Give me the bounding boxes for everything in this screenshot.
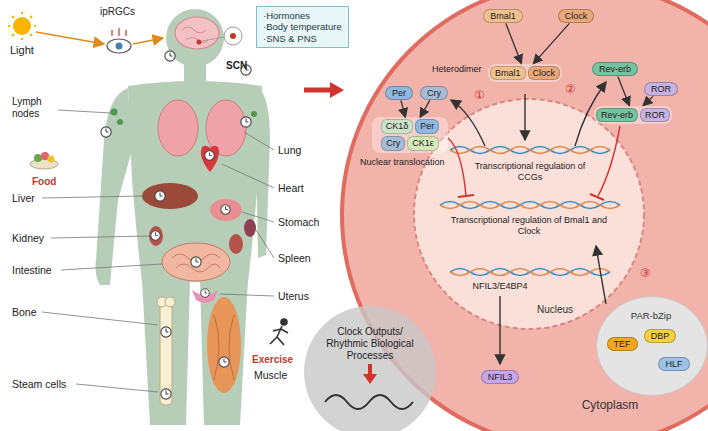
node-label: ROR: [651, 84, 671, 95]
node-label: Cytoplasm: [545, 398, 675, 412]
node-label: Per: [415, 119, 439, 134]
organ-label: Lymph nodes: [12, 96, 56, 120]
protein: Bmal1: [483, 9, 523, 24]
protein: Rev-erb: [592, 62, 638, 77]
node-label: Clock: [528, 66, 561, 81]
protein: HLF: [658, 357, 689, 372]
organ-label: Lung: [278, 144, 301, 157]
node-label: ROR: [640, 108, 670, 123]
node-label: HLF: [665, 359, 682, 370]
organ-label: Intestine: [12, 264, 52, 277]
food-icon: [30, 152, 58, 169]
organ-label: Bone: [12, 306, 37, 319]
organ-label: Heart: [278, 182, 304, 195]
organ-label: Steam cells: [12, 378, 66, 391]
process-label: Nuclear translocation: [360, 157, 445, 168]
process-label: Transcriptional regulation of Bmal1 and …: [444, 215, 614, 237]
node-label: CK1δ: [381, 119, 414, 134]
dna-strands: [440, 147, 620, 276]
node-label: Clock Outputs/ Rhythmic Biological Proce…: [320, 326, 420, 362]
connector: [643, 96, 653, 105]
node-label: Clock: [565, 11, 588, 22]
light-label: Light: [10, 44, 34, 57]
protein: ROR: [644, 82, 678, 97]
light-arrow: [36, 32, 104, 44]
connector: [506, 23, 522, 63]
protein: TEF: [607, 337, 638, 352]
node-label: Cry: [381, 136, 405, 151]
info-box: ·Hormones·Body temperature·SNS & PNS: [256, 6, 349, 48]
input-label: Food: [32, 176, 56, 188]
connector: [401, 100, 405, 117]
protein: DBP: [644, 329, 677, 344]
connector: [420, 100, 430, 117]
brain-label: SCN: [226, 60, 247, 72]
node-label: PAR-bZip: [616, 310, 686, 321]
callout-number: ③: [640, 266, 651, 280]
organ-label: Liver: [12, 192, 35, 205]
organ-label: Muscle: [254, 369, 287, 382]
organ-label: Stomach: [278, 216, 319, 229]
organ-label: Kidney: [12, 232, 44, 245]
node-label: ·Hormones: [263, 10, 342, 21]
human-body: [96, 9, 271, 425]
output-symbols: [325, 364, 413, 409]
signal-arrow: [133, 38, 163, 44]
clock-icons: [101, 51, 251, 399]
big-red-arrow: [304, 82, 344, 98]
sun-icon: [8, 12, 36, 40]
eye-icon: [107, 28, 131, 53]
protein-complex: Bmal1Clock: [488, 64, 562, 83]
node-label: CK1ε: [407, 136, 439, 151]
connector: [618, 76, 629, 105]
protein-complex: Rev-erbROR: [594, 106, 672, 125]
node-label: Rev-erb: [596, 108, 638, 123]
complex-label: Heterodimer: [432, 64, 482, 75]
brain: [175, 17, 242, 49]
factor-group: PAR-bZipTEF DBP HLF: [596, 296, 708, 396]
node-label: ·Body temperature: [263, 21, 342, 32]
node-label: Bmal1: [490, 11, 516, 22]
protein: NFIL3: [481, 370, 520, 385]
organ-label: Spleen: [278, 252, 311, 265]
node-label: Cry: [427, 88, 441, 99]
callout-number: ②: [565, 82, 576, 96]
organ-label: Uterus: [278, 290, 309, 303]
node-label: DBP: [651, 331, 670, 342]
node-label: Rev-erb: [599, 64, 631, 75]
node-label: NFIL3: [488, 372, 513, 383]
protein: Clock: [558, 9, 595, 24]
protein: Per: [385, 86, 413, 101]
input-label: Exercise: [252, 354, 293, 366]
gene-label: NFIL3/E4BP4: [460, 281, 540, 292]
leader-lines: [42, 110, 274, 392]
callout-number: ①: [474, 88, 485, 102]
node-label: Nucleus: [535, 304, 575, 316]
node-label: Bmal1: [490, 66, 526, 81]
organs: [111, 100, 258, 405]
runner-icon: [270, 319, 288, 345]
protein: Cry: [420, 86, 448, 101]
node-label: Per: [392, 88, 406, 99]
protein-complex: CK1δPerCryCK1ε: [372, 117, 448, 153]
process-label: Transcriptional regulation of CCGs: [470, 161, 590, 183]
cell-label: ipRGCs: [100, 6, 135, 18]
node-label: TEF: [614, 339, 631, 350]
connector: [533, 23, 569, 63]
node-label: ·SNS & PNS: [263, 33, 342, 44]
